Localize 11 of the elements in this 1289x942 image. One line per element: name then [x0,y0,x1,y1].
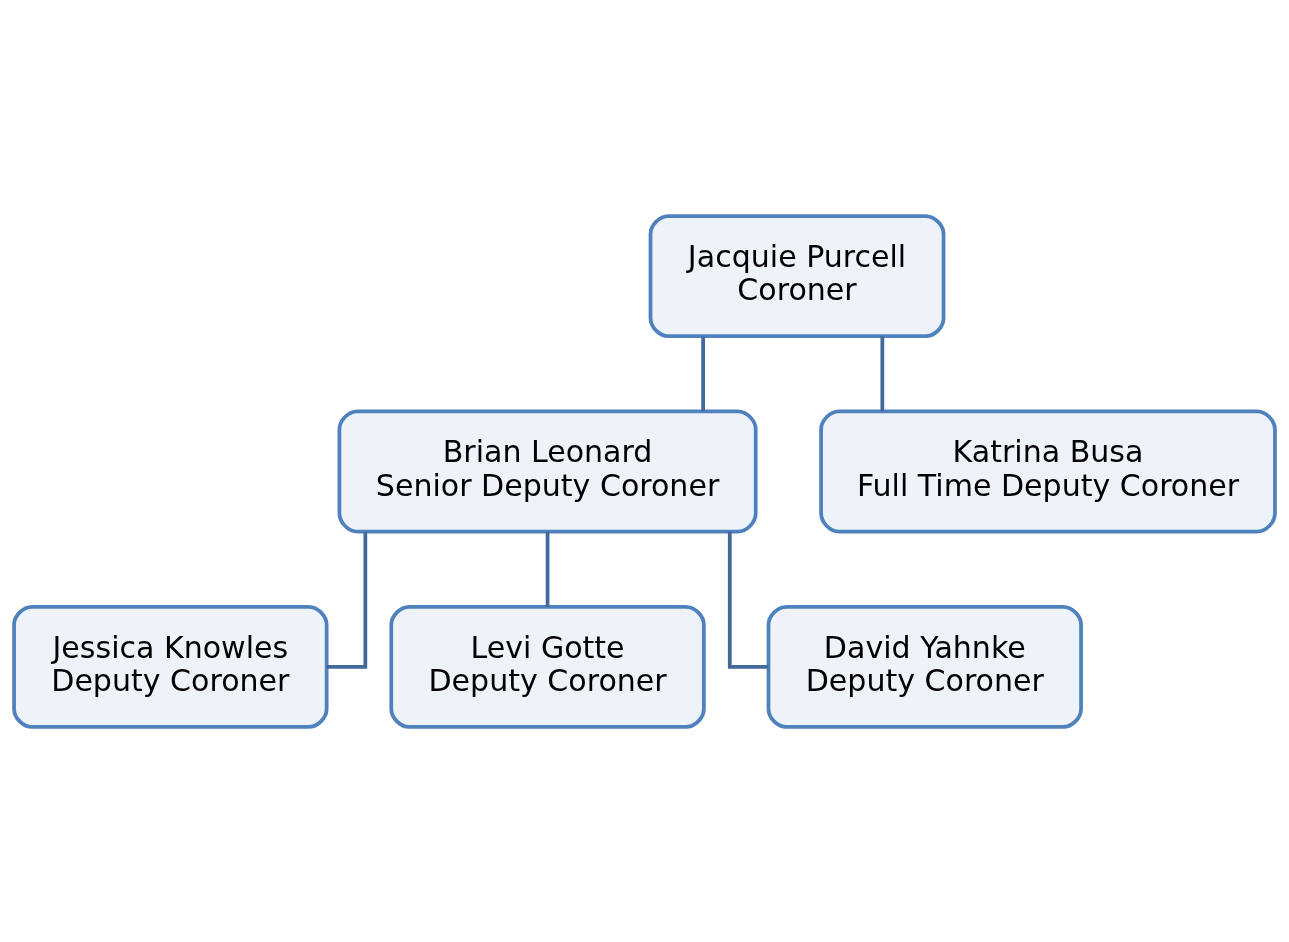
connector [545,531,550,606]
connector [880,335,885,411]
node-box: Katrina Busa Full Time Deputy Coroner [819,409,1277,533]
connector [326,531,368,669]
connector [727,531,769,669]
node-box: Levi Gotte Deputy Coroner [389,604,706,729]
connector [701,335,705,411]
node-box: Jacquie Purcell Coroner [648,213,946,338]
node-box: David Yahnke Deputy Coroner [766,604,1083,729]
node-box: Brian Leonard Senior Deputy Coroner [337,409,758,533]
node-box: Jessica Knowles Deputy Coroner [12,604,329,729]
